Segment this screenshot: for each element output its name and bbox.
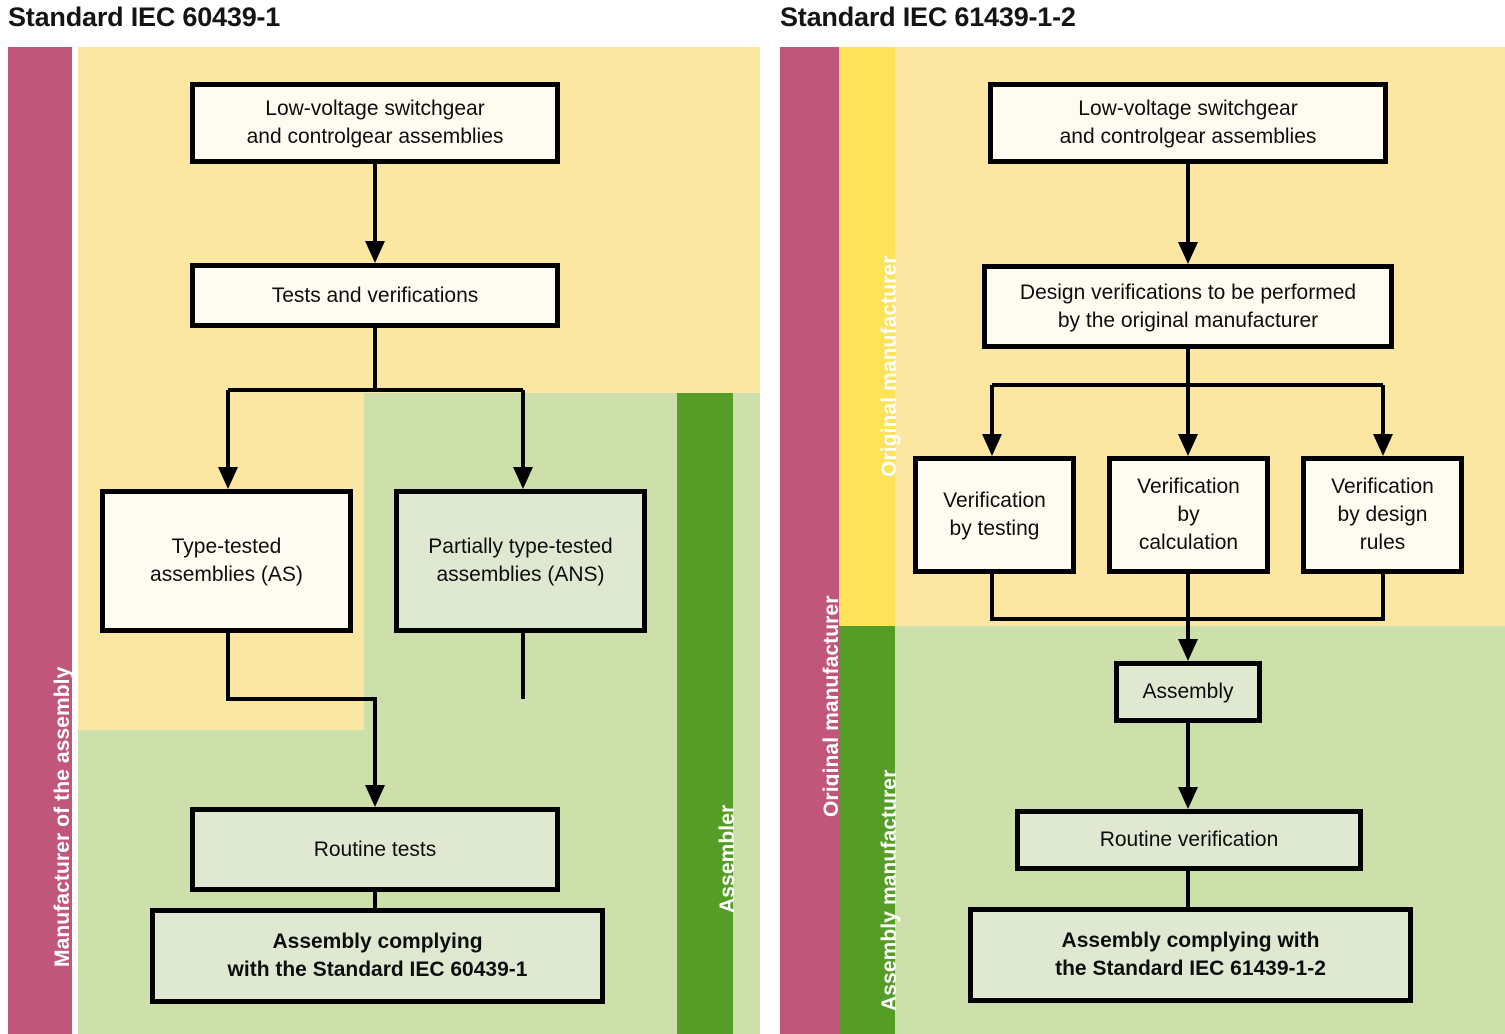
node-assembly-complying[interactable]: Assembly complying with the Standard IEC… [968,907,1413,1003]
node-text-line: assemblies (ANS) [436,563,605,586]
node-text-line: with the Standard IEC 60439-1 [227,958,528,981]
node-text-line: Design verifications to be performed [1019,280,1357,304]
node-text-line: the Standard IEC 61439-1-2 [1055,957,1326,980]
node-text-line: and controlgear assemblies [246,125,504,148]
node-design-verifications[interactable]: Design verifications to be performed by … [982,264,1394,349]
node-text-line: Assembly [1142,680,1234,704]
node-verification-by-calculation[interactable]: Verification by calculation [1107,456,1270,574]
node-text-line: Low-voltage switchgear [1078,97,1298,121]
node-text-line: Routine tests [313,837,437,861]
right-canvas: Original manufacturer Original manufactu… [770,47,1505,1034]
node-text-line: by design [1337,503,1428,527]
node-text-line: Tests and verifications [271,283,479,307]
node-assembly-complying[interactable]: Assembly complying with the Standard IEC… [150,908,605,1004]
swimlane-manufacturer-of-the-assembly: Manufacturer of the assembly [8,47,74,1034]
node-low-voltage-switchgear[interactable]: Low-voltage switchgear and controlgear a… [190,82,560,164]
node-text-line: Verification [1331,475,1434,499]
node-text-line: Verification [1137,475,1240,499]
node-text-line: Verification [943,489,1046,513]
node-partially-type-tested-assemblies[interactable]: Partially type-tested assemblies (ANS) [394,489,647,633]
node-text-line: Type-tested [171,535,282,559]
node-text-line: rules [1359,530,1406,554]
left-canvas: Manufacturer of the assembly Assembler [0,47,760,1034]
node-text-line: and controlgear assemblies [1059,125,1317,148]
node-type-tested-assemblies[interactable]: Type-tested assemblies (AS) [100,489,353,633]
node-verification-by-testing[interactable]: Verification by testing [913,456,1076,574]
node-text-line: Routine verification [1099,828,1279,852]
node-text-line: Assembly complying with [1061,929,1320,953]
node-text-line: by testing [949,517,1040,540]
node-tests-and-verifications[interactable]: Tests and verifications [190,263,560,328]
panel-standard-iec-60439-1: Standard IEC 60439-1 Manufacturer of the… [0,2,760,1034]
right-connectors [982,164,1393,951]
page-title-left: Standard IEC 60439-1 [8,2,281,32]
node-low-voltage-switchgear[interactable]: Low-voltage switchgear and controlgear a… [988,82,1388,164]
node-text-line: by [1177,503,1200,527]
node-assembly[interactable]: Assembly [1114,661,1262,723]
node-routine-tests[interactable]: Routine tests [190,807,560,892]
panel-standard-iec-61439-1-2: Standard IEC 61439-1-2 Original manufact… [770,0,1505,1034]
node-text-line: Assembly complying [272,930,483,954]
node-text-line: Low-voltage switchgear [265,97,485,121]
swimlane-assembly-manufacturer: Assembly manufacturer [839,626,901,1034]
node-text-line: by the original manufacturer [1057,308,1319,332]
node-routine-verification[interactable]: Routine verification [1015,809,1363,871]
page-title-right: Standard IEC 61439-1-2 [780,2,1076,32]
node-text-line: Partially type-tested [428,535,613,559]
node-verification-by-design-rules[interactable]: Verification by design rules [1301,456,1464,574]
swimlane-assembler: Assembler [677,393,739,1034]
swimlane-original-manufacturer-inner: Original manufacturer [839,47,901,626]
node-text-line: calculation [1138,530,1239,554]
swimlane-original-manufacturer-outer: Original manufacturer [780,47,843,1034]
node-text-line: assemblies (AS) [150,563,303,586]
